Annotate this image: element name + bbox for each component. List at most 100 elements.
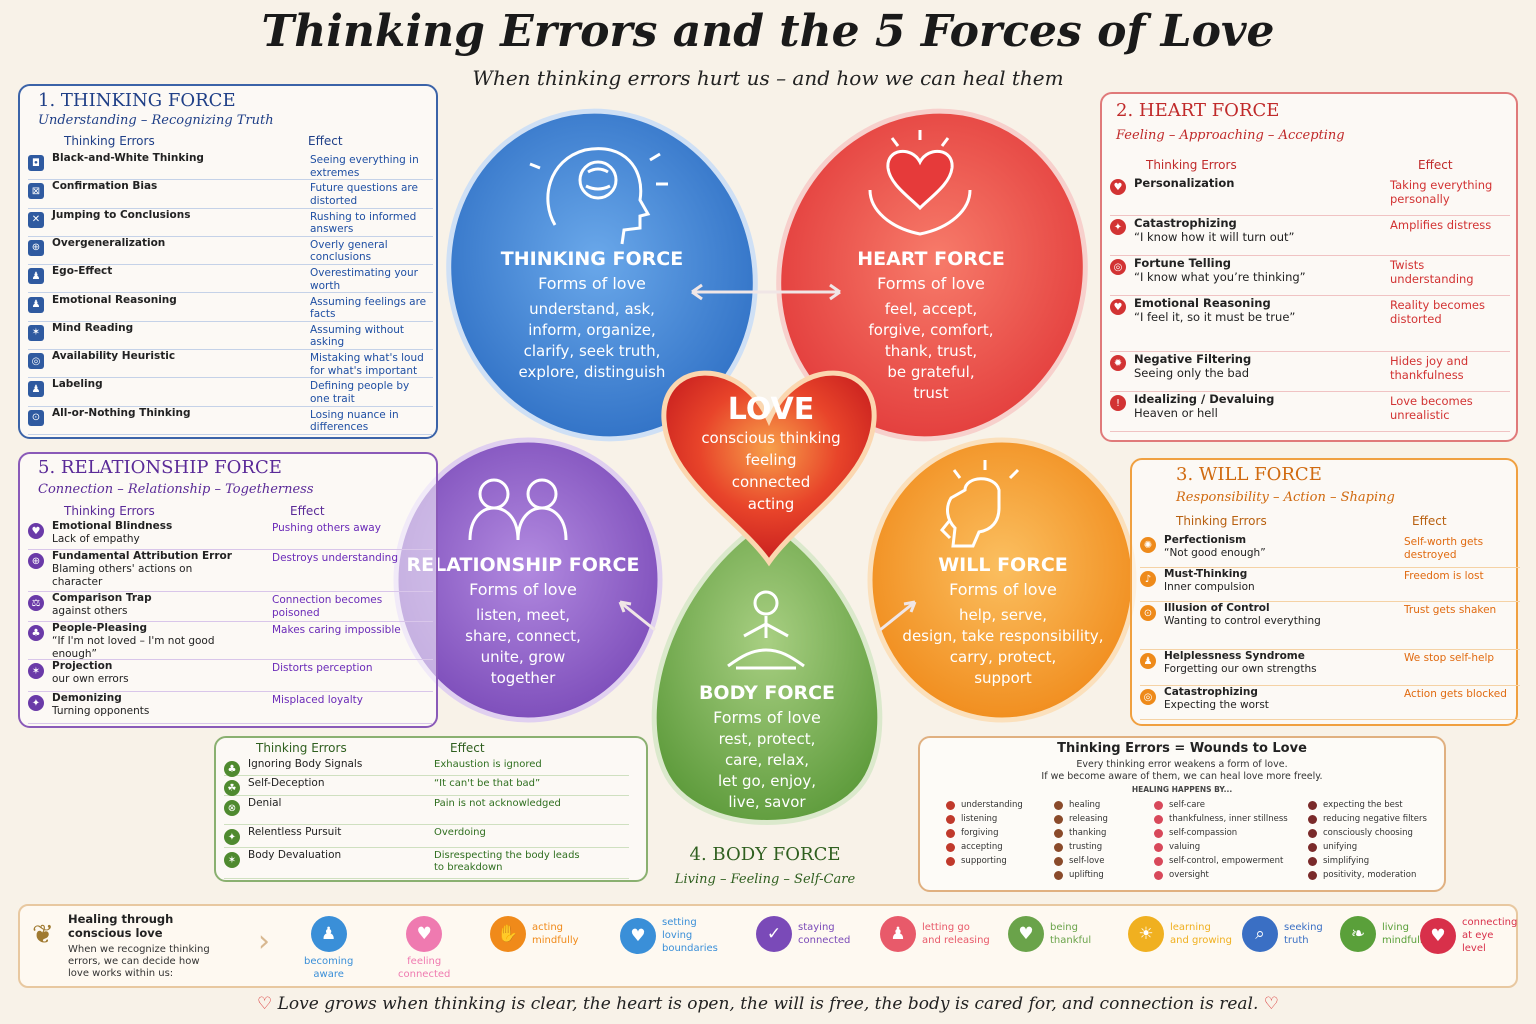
healing-step-text: boundaries [662,943,718,954]
error-effect: Rushing to informed answers [310,210,417,236]
table-row: ♥Emotional Reasoning“I feel it, so it mu… [1110,296,1510,352]
heart-icon [946,828,955,838]
error-name: All-or-Nothing Thinking [52,406,191,419]
healing-item: thanking [1054,826,1108,840]
heart-icon [1054,856,1063,866]
error-effect: Seeing everything in extremes [310,154,419,179]
col-effect-header: Effect [1412,514,1447,528]
wounds-text-line: If we become aware of them, we can heal … [1041,771,1323,782]
heart-force-panel: 2. HEART FORCE Feeling – Approaching – A… [1100,92,1518,442]
error-effect: Twists understanding [1390,258,1474,286]
healing-item: valuing [1154,840,1288,854]
will-love-form: carry, protect, [949,648,1057,666]
healing-label: unifying [1323,842,1358,852]
error-name: Availability Heuristic [52,350,176,363]
error-effect: “It can't be that bad” [434,778,541,789]
error-icon: ✶ [28,663,44,679]
error-icon: ♥ [1110,299,1126,315]
error-name: Confirmation Bias [52,180,158,193]
meditation-icon [727,590,805,670]
healing-item: reducing negative filters [1308,812,1427,826]
heart-heading: 2. HEART FORCE [1116,100,1280,121]
error-title: Idealizing / Devaluing [1134,392,1275,406]
error-icon: ♥ [1110,179,1126,195]
heart-icon [1308,870,1317,880]
strip-title-line: Healing through [68,912,174,926]
table-row: ♣People-Pleasing“If I'm not loved – I'm … [28,622,433,660]
error-icon: ♣ [224,761,240,777]
will-heading: 3. WILL FORCE [1176,464,1322,485]
healing-step-text: becoming [304,956,354,967]
thinking-love-form: clarify, seek truth, [523,342,661,360]
error-effect: Action gets blocked [1404,688,1507,700]
relationship-love-form: together [490,669,556,687]
error-name: Black-and-White Thinking [52,152,204,164]
will-subheading: Responsibility – Action – Shaping [1176,490,1395,505]
healing-item: positivity, moderation [1308,868,1427,882]
heart-icon [1154,814,1163,824]
error-title: Fortune Telling [1134,256,1231,270]
love-item: acting [747,495,795,513]
error-note: against others [52,605,128,617]
error-title: Demonizing [52,692,122,704]
error-icon: ! [1110,395,1126,411]
sprout-icon: ❦ [32,920,54,950]
healing-label: thanking [1069,828,1107,838]
error-name: Perfectionism“Not good enough” [1156,534,1372,560]
fist-icon [939,460,1020,548]
people-icon [468,478,568,541]
heart-petal-forms: Forms of love [877,274,985,293]
healing-step-text: connected [798,935,851,946]
error-effect: Disrespecting the body leads to breakdow… [434,850,580,873]
error-icon: ♟ [28,381,44,398]
healing-item: oversight [1154,868,1288,882]
error-note: Turning opponents [52,705,150,717]
heart-icon [1054,828,1063,838]
table-row: ◎Fortune Telling“I know what you’re thin… [1110,256,1510,296]
error-effect: Destroys understanding [272,552,398,564]
will-petal-forms: Forms of love [949,580,1057,599]
healing-item: self-compassion [1154,826,1288,840]
error-title: People-Pleasing [52,622,147,634]
heart-icon [1054,870,1063,880]
error-icon: ♪ [1140,571,1156,587]
body-love-form: let go, enjoy, [717,772,816,790]
error-title: Emotional Blindness [52,520,173,532]
healing-step-text: and releasing [922,935,990,946]
error-title: Catastrophizing [1134,216,1237,230]
relationship-love-form: unite, grow [480,648,566,666]
heart-icon [946,814,955,824]
chevron-right-icon: › [258,924,270,959]
error-note: “Not good enough” [1164,547,1266,559]
relationship-heading: 5. RELATIONSHIP FORCE [38,457,282,478]
healing-label: thankfulness, inner stillness [1169,814,1288,824]
healing-step-text: learning [1170,922,1211,933]
healing-step-text: loving [662,930,693,941]
heart-icon [1308,800,1317,810]
hand-icon: ✋ [490,916,526,952]
healing-step-text: at eye level [1462,930,1494,954]
error-icon: ◎ [1140,689,1156,705]
heart-icon [1308,856,1317,866]
relationship-petal-text: RELATIONSHIP FORCE Forms of love listen,… [398,554,648,689]
strip-title-line: conscious love [68,926,163,940]
healing-item: healing [1054,798,1108,812]
person-icon: ♟ [880,916,916,952]
wounds-panel: Thinking Errors = Wounds to Love Every t… [918,736,1446,892]
error-effect: Overly general conclusions [310,238,388,264]
brain-icon [529,147,668,245]
